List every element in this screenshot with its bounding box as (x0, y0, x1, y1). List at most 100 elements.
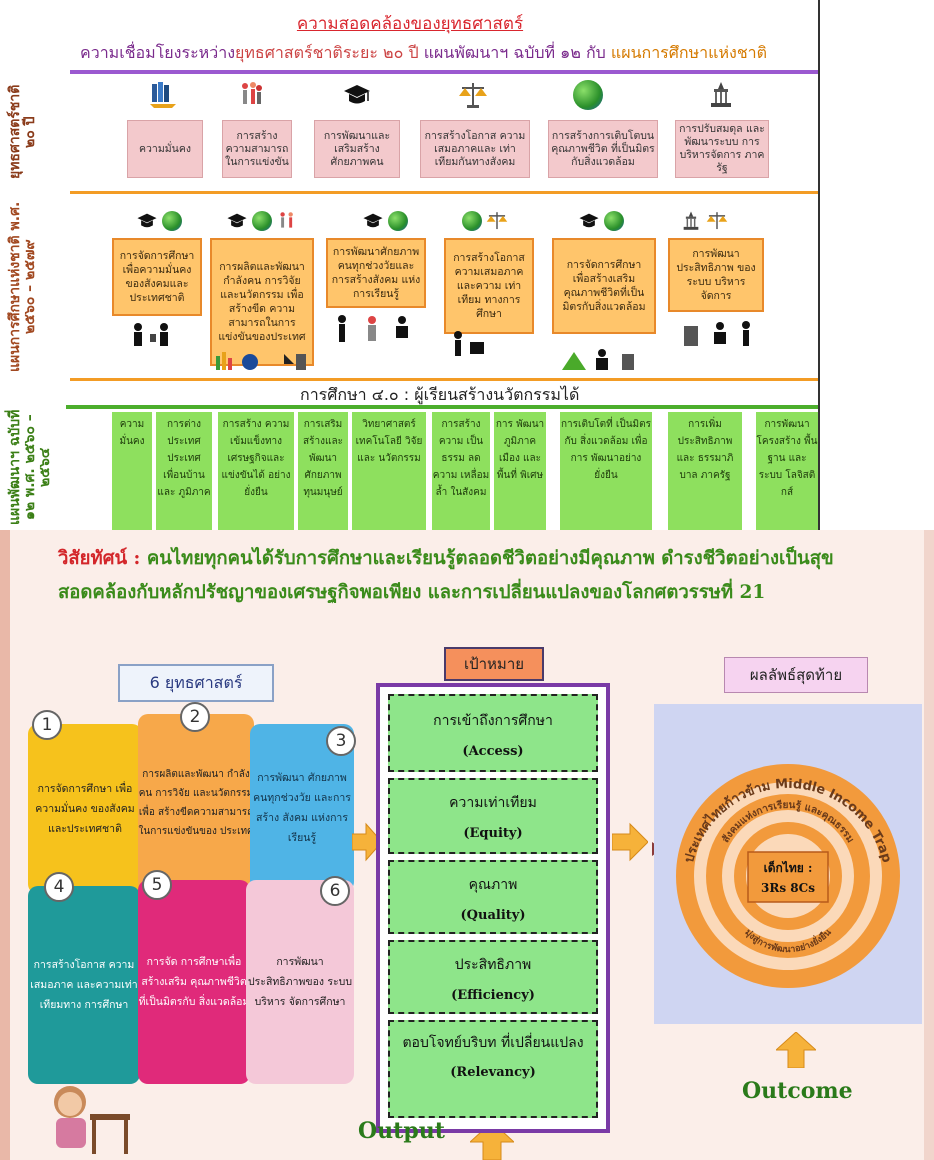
goal-english: (Equity) (463, 826, 523, 841)
strategy-box: การสร้างโอกาส ความเสมอภาคและ เท่าเทียมกั… (420, 120, 530, 178)
strategy-text: การสร้างโอกาส ความเสมอภาค และความเท่า เท… (30, 959, 138, 1011)
goal-label: คุณภาพ (468, 877, 518, 893)
icon-group (362, 208, 408, 234)
graduation-cap-icon (137, 213, 157, 228)
development-plan-cell: การต่าง ประเทศ ประเทศ เพื่อนบ้าน และ ภูม… (156, 412, 212, 530)
icon-group (680, 208, 728, 234)
icon-group (226, 208, 298, 234)
goal-label: การเข้าถึงการศึกษา (433, 713, 553, 729)
strategy-piece-4: การสร้างโอกาส ความเสมอภาค และความเท่า เท… (28, 886, 140, 1084)
up-arrow-icon (470, 1122, 514, 1160)
strategy-number-badge: 1 (32, 710, 62, 740)
strategy-piece-2: การผลิตและพัฒนา กำลังคน การวิจัย และนวัต… (138, 714, 254, 892)
strategy-box: การพัฒนาและ เสริมสร้าง ศักยภาพคน (314, 120, 400, 178)
education-plan-box: การจัดการศึกษา เพื่อความมั่นคง ของสังคมแ… (112, 238, 202, 316)
strategy-number-badge: 3 (326, 726, 356, 756)
scales-icon (486, 212, 508, 230)
bottom-panel: วิสัยทัศน์ : คนไทยทุกคนได้รับการศึกษาและ… (0, 530, 934, 1160)
development-plan-cell: การพัฒนา โครงสร้าง พื้นฐาน และระบบ โลจิส… (756, 412, 818, 530)
icon-group (578, 208, 624, 234)
development-plan-cell: ความ มั่นคง (112, 412, 152, 530)
row-label-development-plan: แผนพัฒนาฯ ฉบับที่ ๑๒ พ.ศ. ๒๕๖๐ – ๒๕๖๔ (7, 409, 53, 526)
vision-label: วิสัยทัศน์ : (58, 548, 141, 569)
people-icon (280, 212, 293, 228)
development-plan-cell: การเสริม สร้างและ พัฒนา ศักยภาพ ทุนมนุษย… (298, 412, 348, 530)
development-plan-cell: การเพิ่ม ประสิทธิภาพ และ ธรรมาภิบาล ภาคร… (668, 412, 742, 530)
divider (70, 70, 818, 74)
goal-label: ตอบโจทย์บริบท ที่เปลี่ยนแปลง (402, 1035, 584, 1051)
education-plan-box: การพัฒนา ประสิทธิภาพ ของระบบ บริหารจัดกา… (668, 238, 764, 312)
flags-icon (216, 352, 306, 370)
subtitle-part: ความเชื่อมโยงระหว่าง (80, 43, 235, 62)
subtitle-part: แผนการศึกษาแห่งชาติ (610, 43, 768, 62)
decorative-stripe (0, 530, 10, 1160)
girl-figure-icon (54, 1086, 130, 1154)
strategy-text: การพัฒนา ประสิทธิภาพของ ระบบบริหาร จัดกา… (248, 956, 352, 1008)
graduation-cap-icon (363, 213, 383, 228)
government-people-icon (684, 321, 750, 346)
development-plan-cell: การเติบโตที่ เป็นมิตรกับ สิ่งแวดล้อม เพื… (560, 412, 652, 530)
development-plan-cell: วิทยาศาสตร์ เทคโนโลยี วิจัย และ นวัตกรรม (352, 412, 426, 530)
icon-group (136, 208, 182, 234)
education-plan-box: การพัฒนาศักยภาพ คนทุกช่วงวัยและ การสร้าง… (326, 238, 426, 308)
decorative-stripe (924, 530, 934, 1160)
graduation-cap-icon (344, 85, 370, 104)
right-arrow-icon (352, 822, 382, 862)
government-building-icon (711, 82, 731, 107)
goal-relevancy: ตอบโจทย์บริบท ที่เปลี่ยนแปลง (Relevancy) (388, 1020, 598, 1118)
goals-header: เป้าหมาย (444, 647, 544, 681)
globe-icon (388, 211, 408, 231)
row-label-national-strategy: ยุทธศาสตร์ชาติ ๒๐ ปี (7, 84, 38, 180)
goal-label: ความเท่าเทียม (449, 795, 537, 811)
subtitle-part: ยุทธศาสตร์ชาติระยะ ๒๐ ปี (235, 43, 419, 62)
goal-english: (Quality) (460, 908, 526, 923)
center-line-2: 3Rs 8Cs (761, 881, 815, 895)
graduation-cap-icon (579, 213, 599, 228)
education-plan-box: การผลิตและพัฒนา กำลังคน การวิจัย และนวัต… (210, 238, 314, 366)
goal-label: ประสิทธิภาพ (454, 957, 532, 973)
strategy-text: การจัด การศึกษาเพื่อ สร้างเสริม คุณภาพชี… (138, 956, 250, 1008)
environment-icon (562, 349, 634, 370)
graduation-cap-icon (227, 213, 247, 228)
strategy-box: การสร้าง ความสามารถ ในการแข่งขัน (222, 120, 292, 178)
strategy-number-badge: 2 (180, 702, 210, 732)
goal-quality: คุณภาพ (Quality) (388, 860, 598, 934)
goal-english: (Relevancy) (450, 1065, 536, 1080)
row-label-education-plan: แผนการศึกษาแห่งชาติ พ.ศ. ๒๕๖๐ – ๒๕๗๙ (7, 201, 38, 373)
strategy-text: การผลิตและพัฒนา กำลังคน การวิจัย และนวัต… (138, 769, 254, 837)
people-reading-icon (338, 315, 408, 342)
scales-icon (706, 212, 728, 230)
development-plan-cell: การสร้าง ความ เป็นธรรม ลดความ เหลื่อมล้ำ… (432, 412, 490, 530)
right-arrow-icon (612, 822, 648, 862)
strategy-box: การปรับสมดุล และพัฒนาระบบ การบริหารจัดกา… (675, 120, 769, 178)
education-plan-box: การจัดการศึกษา เพื่อสร้างเสริม คุณภาพชีว… (552, 238, 656, 334)
strategy-text: การพัฒนา ศักยภาพ คนทุกช่วงวัย และการสร้า… (253, 772, 351, 844)
top-title: ความสอดคล้องของยุทธศาสตร์ (296, 14, 524, 34)
vision-line: สอดคล้องกับหลักปรัชญาของเศรษฐกิจพอเพียง … (58, 582, 766, 603)
student-icon (454, 331, 484, 356)
strategy-box: การสร้างการเติบโตบน คุณภาพชีวิต ที่เป็นม… (548, 120, 658, 178)
scales-icon (459, 83, 487, 108)
outcome-label: Outcome (742, 1078, 853, 1104)
strategy-box: ความมั่นคง (127, 120, 203, 178)
divider (70, 191, 818, 194)
books-icon (150, 82, 176, 108)
up-arrow-icon (776, 1032, 816, 1068)
outcome-header: ผลลัพธ์สุดท้าย (724, 657, 868, 693)
globe-icon (162, 211, 182, 231)
development-plan-cell: การ พัฒนา ภูมิภาค เมือง และพื้นที่ พิเศษ (494, 412, 546, 530)
vision-line: คนไทยทุกคนได้รับการศึกษาและเรียนรู้ตลอดช… (140, 548, 834, 569)
goal-english: (Efficiency) (451, 988, 535, 1003)
education-plan-box: การสร้างโอกาส ความเสมอภาค และความ เท่าเท… (444, 238, 534, 334)
divider (66, 405, 818, 409)
icon-group (462, 208, 508, 234)
top-subtitle: ความเชื่อมโยงระหว่างยุทธศาสตร์ชาติระยะ ๒… (80, 41, 767, 66)
center-line-1: เด็กไทย : (764, 860, 813, 875)
strategy-text: การจัดการศึกษา เพื่อความมั่นคง ของสังคม … (35, 783, 135, 835)
globe-icon (252, 211, 272, 231)
strategy-piece-6: การพัฒนา ประสิทธิภาพของ ระบบบริหาร จัดกา… (246, 880, 354, 1084)
globe-icon (462, 211, 482, 231)
goal-access: การเข้าถึงการศึกษา (Access) (388, 694, 598, 772)
strategy-number-badge: 5 (142, 870, 172, 900)
globe-icon (604, 211, 624, 231)
